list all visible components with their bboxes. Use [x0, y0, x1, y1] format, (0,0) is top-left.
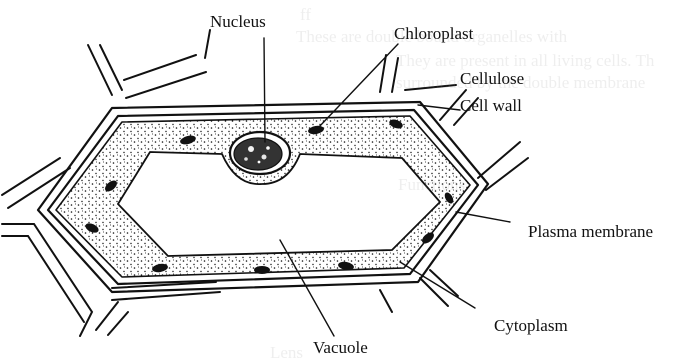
cytoplasm-label: Cytoplasm: [494, 317, 568, 334]
cytoplasm-pointer: [400, 262, 475, 308]
cellulose-label: Cellulose: [460, 70, 524, 87]
nucleus: [230, 132, 290, 174]
nucleus-label: Nucleus: [210, 13, 266, 30]
plasma-membrane-label: Plasma membrane: [528, 223, 653, 240]
vacuole-label: Vacuole: [313, 339, 368, 356]
chloroplast: [254, 266, 270, 274]
chloroplast-pointer: [318, 44, 398, 128]
cell-wall-label: Cell wall: [460, 97, 522, 114]
nucleus-pointer: [264, 38, 265, 142]
chloroplast-label: Chloroplast: [394, 25, 473, 42]
